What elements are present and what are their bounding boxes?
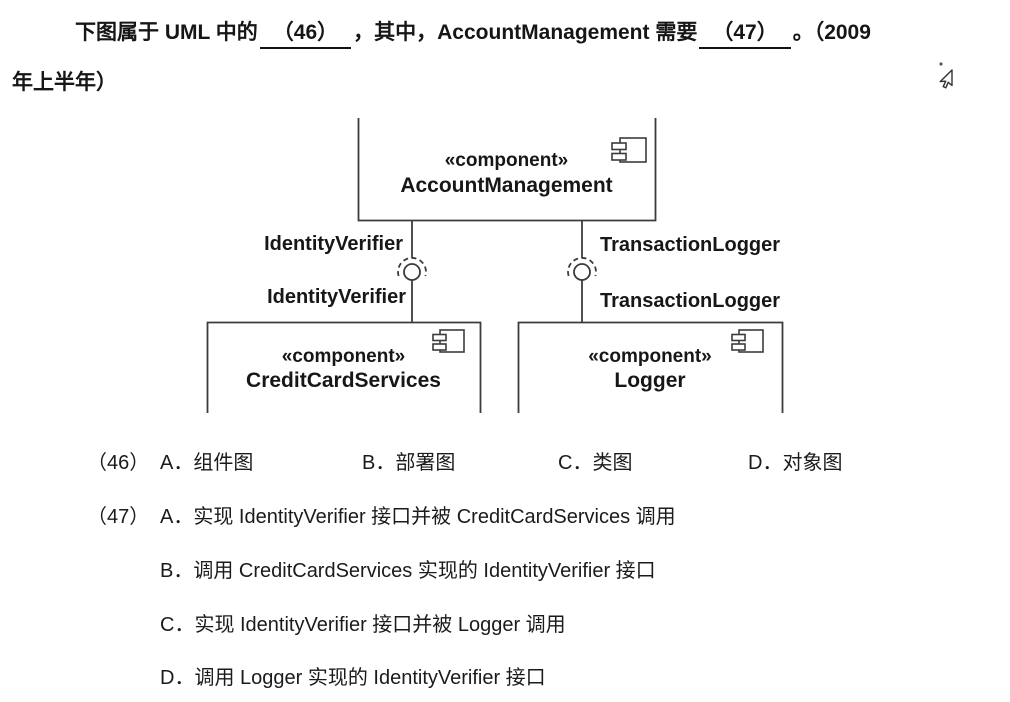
logger-box [517, 321, 784, 413]
q47-option-d: D．调用 Logger 实现的 IdentityVerifier 接口 [160, 667, 546, 689]
right-component-name: Logger [614, 369, 686, 392]
left-ball-socket-connector [397, 220, 427, 323]
uml-component-diagram: «component» AccountManagement «component… [200, 118, 800, 418]
left-component-stereotype: «component» [281, 346, 406, 367]
top-component-stereotype: «component» [444, 150, 569, 171]
component-icon [611, 137, 647, 163]
blank-47: （47） [699, 16, 791, 49]
question-46-number: （46） [87, 452, 150, 474]
question-segment-pre: 下图属于 UML 中的 [75, 21, 258, 44]
mouse-cursor-icon [939, 62, 953, 89]
question-text-line2: 年上半年） [12, 71, 117, 94]
right-ball-socket-connector [567, 220, 597, 323]
q46-option-d: D．对象图 [748, 452, 843, 474]
interface-label-identityverifier-provided: IdentityVerifier [267, 286, 406, 308]
q47-option-c: C．实现 IdentityVerifier 接口并被 Logger 调用 [160, 614, 566, 636]
left-component-name: CreditCardServices [246, 369, 441, 392]
question-segment-mid: ，其中，AccountManagement 需要 [353, 21, 698, 44]
interface-label-identityverifier-required: IdentityVerifier [264, 233, 403, 255]
q46-option-a: A．组件图 [160, 452, 254, 474]
question-text-line1: 下图属于 UML 中的（46），其中，AccountManagement 需要（… [75, 16, 871, 49]
account-management-box [357, 118, 657, 222]
interface-label-transactionlogger-required: TransactionLogger [600, 234, 781, 256]
component-icon [432, 329, 465, 353]
top-component-name: AccountManagement [400, 174, 613, 197]
question-segment-post: 。（2009 [792, 21, 871, 44]
credit-card-services-box [206, 321, 482, 413]
q47-option-a: A．实现 IdentityVerifier 接口并被 CreditCardSer… [160, 506, 676, 528]
q46-option-c: C．类图 [558, 452, 633, 474]
q47-option-b: B．调用 CreditCardServices 实现的 IdentityVeri… [160, 560, 656, 582]
question-47-number: （47） [87, 506, 150, 528]
component-icon [731, 329, 764, 353]
right-component-stereotype: «component» [588, 346, 712, 367]
q46-option-b: B．部署图 [362, 452, 456, 474]
interface-label-transactionlogger-provided: TransactionLogger [600, 290, 781, 312]
diagram-shapes [206, 118, 784, 413]
blank-46: （46） [259, 16, 352, 49]
